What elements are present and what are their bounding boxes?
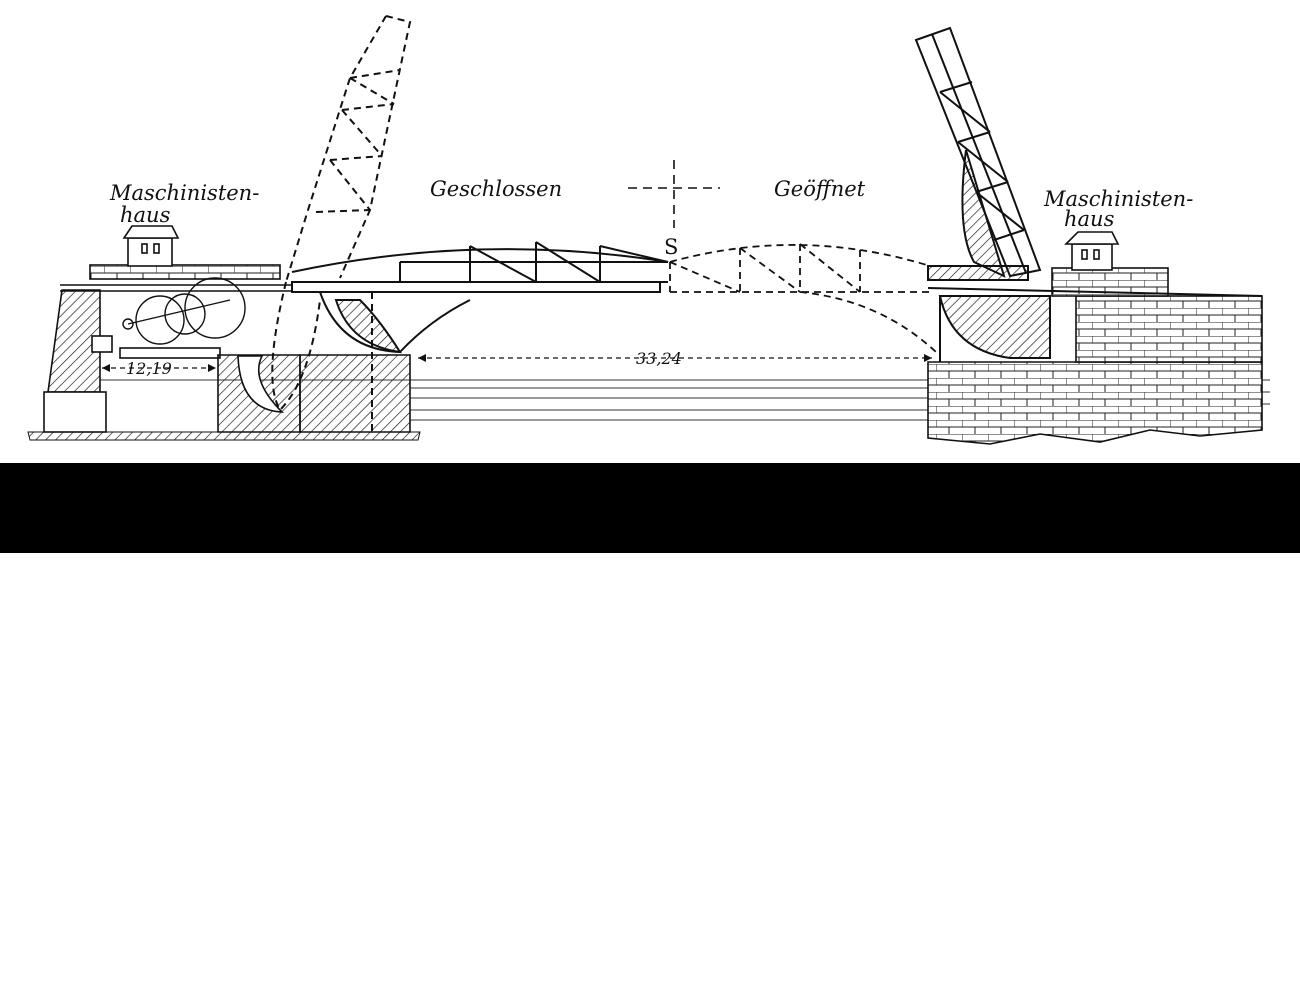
right-abutment [927,267,1263,445]
ground [27,431,421,441]
right-raised-leaf [914,26,1263,362]
alamy-logo: alamy [38,942,164,994]
right-machine-house [1064,231,1120,271]
left-abutment [43,289,301,433]
dimension-left-label: 12,19 [126,359,172,378]
bridge-diagram-svg: Maschinisten- haus Maschinisten- haus Ge… [27,15,1270,445]
left-house-label-line1: Maschinisten- [109,181,259,205]
center-axis [628,160,720,228]
open-label: Geöffnet [774,177,866,201]
watermark-footer: alamy 2STXRK2 www.alamy.com [0,463,1300,1002]
left-machine-house [122,225,180,267]
closed-bridge-leaf [291,241,669,354]
bascule-bridge-drawing: Maschinisten- haus Maschinisten- haus Ge… [0,0,1300,463]
dimension-span-label: 33,24 [636,349,682,368]
right-house-label-line1: Maschinisten- [1043,187,1193,211]
logo-swoosh-icon [12,977,42,996]
site-url: www.alamy.com [1160,985,1268,1002]
dimension-arrows [102,354,932,372]
image-id: 2STXRK2 [1161,941,1242,961]
dimension-lines [102,357,932,369]
left-leaf-open-dashed [271,15,412,432]
closed-label: Geschlossen [430,177,562,201]
right-house-label-line2: haus [1064,207,1115,231]
left-house-label-line2: haus [120,203,171,227]
left-approach-deck [60,264,300,292]
pivot-point-label: S [664,235,678,259]
gear-train [122,277,246,345]
left-pier [299,354,411,433]
right-leaf-closed-dashed [669,243,937,353]
